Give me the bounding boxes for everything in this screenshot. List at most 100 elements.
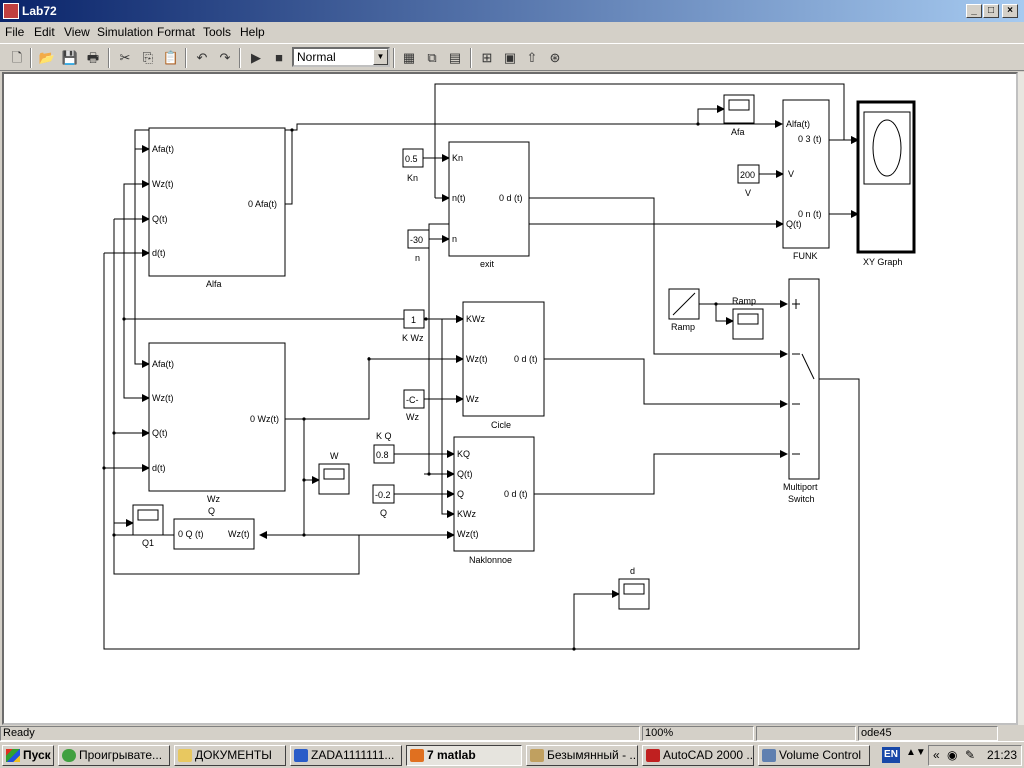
toolbar-separator [470,48,472,68]
funk-output-n: 0 n (t) [798,209,822,219]
clock[interactable]: 21:23 [987,748,1018,762]
ramp-block[interactable]: Ramp [668,288,700,332]
paste-icon[interactable]: 📋 [162,50,180,65]
library-browser-icon[interactable]: ⊞ [481,50,493,65]
exit-block[interactable]: Kn n(t) n 0 d (t) exit [448,141,530,269]
svg-text:Wz: Wz [406,412,419,422]
multiport-switch-block[interactable]: Multiport Switch [783,278,820,504]
volume-icon [762,749,776,762]
exit-input-kn: Kn [452,153,463,163]
new-model-icon[interactable]: 🗋 [11,50,23,65]
alfa-input-d: d(t) [152,248,166,258]
build-icon[interactable]: ▦ [402,50,416,65]
alfa-label: Alfa [206,279,222,289]
xy-graph-block[interactable]: XY Graph [856,100,916,267]
menu-edit[interactable]: Edit [34,25,55,39]
task-media-player[interactable]: Проигрывате... [58,745,170,766]
start-simulation-icon[interactable]: ▶ [251,50,261,65]
model-canvas[interactable]: Afa(t) Wz(t) Q(t) d(t) 0 Afa(t) Alfa Afa… [2,72,1018,725]
debug-icon[interactable]: ⊛ [549,50,561,65]
menu-tools[interactable]: Tools [203,25,232,39]
cut-icon[interactable]: ✂ [119,50,131,65]
constant-wz[interactable]: -C- Wz [403,389,425,422]
menu-view[interactable]: View [64,25,90,39]
cicle-output: 0 d (t) [514,354,538,364]
cicle-block[interactable]: KWz Wz(t) Wz 0 d (t) Cicle [462,301,545,430]
task-autocad[interactable]: AutoCAD 2000 ... [642,745,754,766]
vertical-scrollbar[interactable] [1018,72,1024,725]
xy-graph-label: XY Graph [863,257,902,267]
wz-block[interactable]: Afa(t) Wz(t) Q(t) d(t) 0 Wz(t) Wz [148,342,286,504]
alfa-block[interactable]: Afa(t) Wz(t) Q(t) d(t) 0 Afa(t) Alfa [148,127,286,289]
save-icon[interactable]: 💾 [61,50,79,65]
model-browser-icon[interactable]: ▣ [503,50,517,65]
scope-afa[interactable]: Afa [723,94,755,137]
minimize-button[interactable]: _ [966,4,982,18]
speaker-icon[interactable]: ◉ [947,748,958,762]
undo-icon[interactable]: ↶ [196,50,208,65]
menu-simulation[interactable]: Simulation [97,25,154,39]
language-indicator[interactable]: EN [882,747,900,763]
constant-kn[interactable]: 0.5 Kn [402,148,424,183]
task-documents[interactable]: ДОКУМЕНТЫ [174,745,286,766]
q-block[interactable]: 0 Q (t) Wz(t) Q [173,506,255,550]
constant-kq[interactable]: 0.8 K Q [373,431,395,464]
exit-output: 0 d (t) [499,193,523,203]
constant-v[interactable]: 200 V [737,164,760,198]
scope-q1[interactable]: Q1 [132,504,164,548]
chevron-down-icon[interactable]: ▼ [373,49,388,65]
toolbar-separator [108,48,110,68]
svg-text:200: 200 [740,170,755,180]
close-button[interactable]: × [1002,4,1018,18]
funk-block[interactable]: Alfa(t) V Q(t) 0 3 (t) 0 n (t) FUNK [782,99,830,261]
funk-input-alfa: Alfa(t) [786,119,810,129]
q-left-port: 0 Q (t) [178,529,204,539]
task-label: 7 matlab [427,748,476,762]
menu-format[interactable]: Format [157,25,196,39]
task-matlab[interactable]: 7 matlab [406,745,522,766]
simulink-app-icon[interactable] [3,3,19,19]
build-subsystem-icon[interactable]: ▤ [448,50,462,65]
word-icon [294,749,308,762]
scope-w[interactable]: W [318,451,350,495]
menu-help[interactable]: Help [240,25,265,39]
scope-d-label: d [630,566,635,576]
scope-d[interactable]: d [618,566,650,610]
go-to-parent-icon[interactable]: ⇧ [526,50,538,65]
print-icon[interactable]: 🖶 [86,50,100,65]
naklonnoe-block[interactable]: KQ Q(t) Q KWz Wz(t) 0 d (t) Naklonnoe [453,436,535,565]
stop-simulation-icon[interactable]: ■ [275,50,283,65]
tray-arrows-icon[interactable]: ▲▼ [906,747,926,758]
constant-kwz[interactable]: 1 K Wz [402,309,425,343]
task-volume-control[interactable]: Volume Control [758,745,870,766]
task-paint[interactable]: Безымянный - ... [526,745,638,766]
cicle-input-kwz: KWz [466,314,485,324]
constant-q[interactable]: -0.2 Q [372,484,395,518]
svg-text:Kn: Kn [407,173,418,183]
funk-input-q: Q(t) [786,219,802,229]
block-diagram[interactable]: Afa(t) Wz(t) Q(t) d(t) 0 Afa(t) Alfa Afa… [2,72,1018,725]
status-zoom: 100% [642,726,754,741]
constant-n[interactable]: -30 n [407,229,430,263]
maximize-button[interactable]: □ [983,4,999,18]
multiport-label-1: Multiport [783,482,818,492]
funk-input-v: V [788,169,794,179]
menu-file[interactable]: File [5,25,25,39]
ramp-label: Ramp [671,322,695,332]
start-label: Пуск [23,748,51,762]
simulation-mode-value: Normal [297,50,336,64]
update-diagram-icon[interactable]: ⧉ [427,50,437,65]
pencil-icon[interactable]: ✎ [965,748,976,762]
start-button[interactable]: Пуск [2,745,54,766]
toolbar-separator [185,48,187,68]
redo-icon[interactable]: ↷ [219,50,231,65]
copy-icon[interactable]: ⎘ [142,50,154,65]
autocad-icon [646,749,660,762]
simulation-mode-select[interactable]: Normal ▼ [292,47,390,67]
scope-ramp[interactable]: Ramp [732,296,764,340]
task-label: Volume Control [779,748,862,762]
task-word-doc[interactable]: ZADA1111111... [290,745,402,766]
tray-expand-icon[interactable]: « [933,748,940,762]
signal-lines [103,83,860,650]
open-folder-icon[interactable]: 📂 [38,50,56,65]
